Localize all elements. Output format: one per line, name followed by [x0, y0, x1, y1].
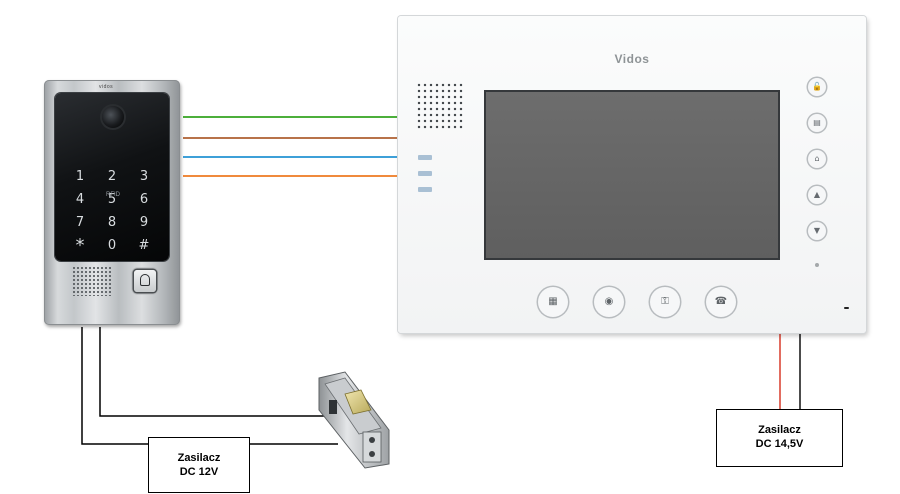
status-led [815, 263, 819, 267]
key-7[interactable]: 7 [75, 215, 85, 230]
psu-lock: Zasilacz DC 12V [148, 437, 250, 493]
camera-icon [102, 106, 124, 128]
monitor-screen [486, 92, 778, 258]
electric-strike-lock [318, 371, 390, 469]
panel-brand: vidos [99, 84, 114, 90]
monitor-icon[interactable]: ▦ [538, 287, 568, 317]
down-icon[interactable]: ▼ [808, 222, 826, 240]
psu-lock-label: Zasilacz [177, 452, 221, 464]
key-5[interactable]: 5 [107, 192, 117, 207]
vent-slot [418, 187, 432, 192]
wire-lock-1 [99, 327, 325, 417]
panel-speaker-grille [72, 266, 112, 296]
key-0[interactable]: 0 [107, 238, 117, 253]
vent-slot [418, 155, 432, 160]
key-hash[interactable]: # [138, 238, 150, 253]
outdoor-panel: vidos 1 2 3 4 5 6 7 8 9 * 0 # RFID [44, 80, 180, 325]
microphone-hole [844, 307, 849, 309]
bell-button[interactable] [134, 270, 156, 292]
home-icon[interactable]: ⌂ [808, 150, 826, 168]
talk-icon[interactable]: ☎ [706, 287, 736, 317]
camera-icon[interactable]: ◉ [594, 287, 624, 317]
key-icon[interactable]: ⚿ [650, 287, 680, 317]
key-6[interactable]: 6 [139, 192, 149, 207]
key-2[interactable]: 2 [107, 169, 117, 184]
wire-lock-2 [81, 327, 148, 445]
key-9[interactable]: 9 [139, 215, 149, 230]
key-star[interactable]: * [75, 235, 85, 256]
indoor-monitor: Vidos 🔓 ▤ ⌂ ▲ ▼ ▦ ◉ ⚿ ☎ [398, 16, 866, 333]
key-3[interactable]: 3 [139, 169, 149, 184]
panel-keypad-face: 1 2 3 4 5 6 7 8 9 * 0 # RFID [55, 93, 169, 261]
unlock-icon[interactable]: 🔓 [808, 78, 826, 96]
up-icon[interactable]: ▲ [808, 186, 826, 204]
rfid-mark: RFID [106, 192, 120, 198]
key-4[interactable]: 4 [75, 192, 85, 207]
vent-slot [418, 171, 432, 176]
speaker-grille [416, 82, 464, 130]
key-1[interactable]: 1 [75, 169, 85, 184]
monitor-brand: Vidos [614, 52, 650, 66]
psu-monitor: Zasilacz DC 14,5V [716, 409, 843, 467]
psu-lock-voltage: DC 12V [179, 466, 219, 478]
bell-icon [140, 274, 150, 286]
key-8[interactable]: 8 [107, 215, 117, 230]
psu-monitor-label: Zasilacz [758, 424, 801, 436]
psu-monitor-voltage: DC 14,5V [755, 438, 804, 450]
menu-icon[interactable]: ▤ [808, 114, 826, 132]
